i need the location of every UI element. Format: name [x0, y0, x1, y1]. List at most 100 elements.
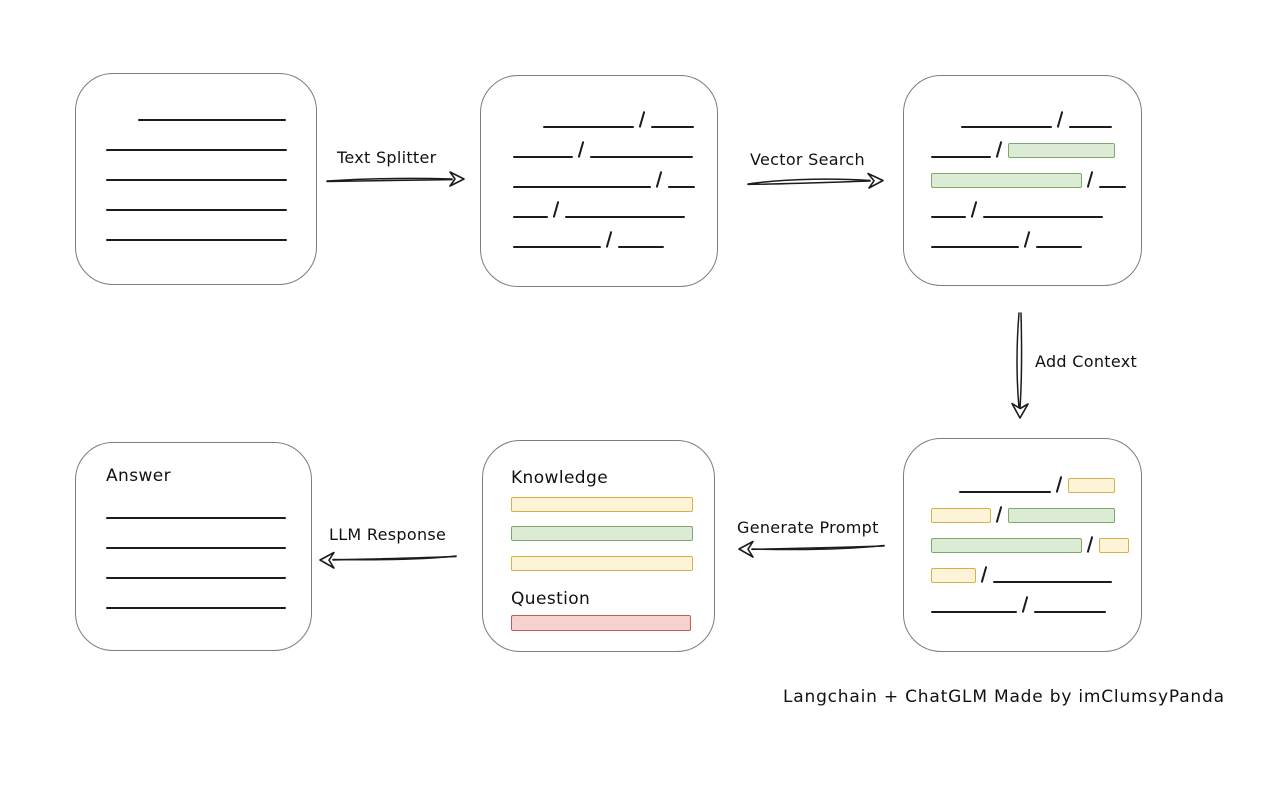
text-line [931, 246, 1019, 248]
text-row [513, 218, 717, 248]
yellow-highlight-bar [931, 568, 976, 583]
text-row [513, 158, 717, 188]
slash-separator [1023, 231, 1031, 248]
text-row [106, 519, 311, 549]
text-line [1099, 186, 1127, 188]
slash-separator [995, 506, 1003, 523]
text-line [668, 186, 696, 188]
slash-separator [980, 566, 988, 583]
text-line [651, 126, 695, 128]
slash-separator [605, 231, 613, 248]
answer-label: Answer [106, 466, 172, 486]
text-line [961, 126, 1052, 128]
question-bar [511, 615, 714, 631]
text-row [931, 158, 1141, 188]
text-row [106, 151, 316, 181]
text-line [513, 156, 573, 158]
slash-separator [577, 141, 585, 158]
green-highlight-bar [1008, 508, 1116, 523]
text-row [106, 489, 311, 519]
text-row [931, 98, 1141, 128]
text-splitter-arrow [326, 171, 465, 187]
green-highlight-bar [931, 173, 1082, 188]
text-row [931, 523, 1141, 553]
yellow-highlight-bar [1068, 478, 1116, 493]
diagram-caption: Langchain + ChatGLM Made by imClumsyPand… [783, 687, 1225, 707]
text-line [513, 216, 548, 218]
green-highlight-bar [1008, 143, 1116, 158]
vector-search-label: Vector Search [750, 150, 865, 169]
split-chunks-box [480, 75, 718, 287]
text-row [931, 583, 1141, 613]
text-row [106, 579, 311, 609]
slash-separator [1086, 171, 1094, 188]
add-context-arrow [1011, 312, 1029, 419]
text-row [106, 181, 316, 211]
text-row [106, 91, 316, 121]
text-row [106, 549, 311, 579]
text-line [983, 216, 1104, 218]
text-row [931, 128, 1141, 158]
text-row [106, 211, 316, 241]
llm-response-arrow [319, 551, 457, 569]
yellow-knowledge-bar [511, 556, 693, 571]
text-line [106, 577, 286, 579]
text-line [931, 216, 966, 218]
knowledge-bars [511, 497, 714, 571]
text-line [106, 149, 287, 151]
slash-separator [655, 171, 663, 188]
text-line [590, 156, 694, 158]
text-line [959, 491, 1051, 493]
llm-response-label: LLM Response [329, 525, 447, 544]
text-line [138, 119, 286, 121]
text-line [106, 239, 287, 241]
slash-separator [1056, 111, 1064, 128]
yellow-highlight-bar [1099, 538, 1130, 553]
slash-separator [1021, 596, 1029, 613]
text-row [931, 553, 1141, 583]
text-row [931, 218, 1141, 248]
source-document-box [75, 73, 317, 285]
yellow-highlight-bar [931, 508, 991, 523]
prompt-box: Knowledge Question [482, 440, 715, 652]
text-line [931, 611, 1017, 613]
source-text-rows [76, 74, 316, 241]
text-line [565, 216, 686, 218]
red-question-bar [511, 615, 691, 631]
answer-text-rows [106, 489, 311, 609]
text-line [106, 179, 287, 181]
yellow-knowledge-bar [511, 497, 693, 512]
text-line [618, 246, 665, 248]
text-line [513, 186, 651, 188]
text-row [513, 128, 717, 158]
context-box [903, 438, 1142, 652]
text-line [106, 547, 286, 549]
text-line [513, 246, 601, 248]
question-label: Question [511, 589, 591, 609]
text-line [543, 126, 634, 128]
text-line [1034, 611, 1107, 613]
slash-separator [995, 141, 1003, 158]
vector-search-arrow [747, 172, 884, 189]
vector-text-rows [904, 76, 1141, 248]
green-highlight-bar [931, 538, 1082, 553]
text-splitter-label: Text Splitter [337, 148, 437, 167]
text-row [513, 98, 717, 128]
add-context-label: Add Context [1035, 352, 1138, 371]
slash-separator [552, 201, 560, 218]
context-text-rows [904, 439, 1141, 613]
text-row [106, 121, 316, 151]
vector-match-box [903, 75, 1142, 286]
green-knowledge-bar [511, 526, 693, 541]
answer-box: Answer [75, 442, 312, 651]
slash-separator [638, 111, 646, 128]
knowledge-label: Knowledge [511, 468, 609, 488]
text-row [513, 188, 717, 218]
generate-prompt-label: Generate Prompt [737, 518, 879, 537]
slash-separator [1086, 536, 1094, 553]
text-line [931, 156, 991, 158]
slash-separator [970, 201, 978, 218]
text-row [931, 493, 1141, 523]
slash-separator [1055, 476, 1063, 493]
